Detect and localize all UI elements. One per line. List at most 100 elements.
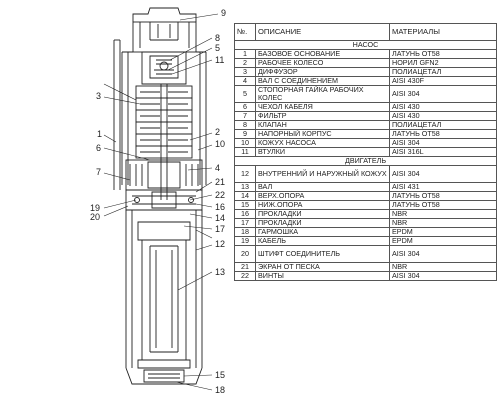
- row-number: 15: [234, 200, 256, 210]
- callout-6: 6: [96, 143, 102, 153]
- callout-18: 18: [215, 385, 226, 395]
- row-description: ВЕРХ.ОПОРА: [255, 191, 390, 201]
- row-material: AISI 431: [389, 182, 497, 192]
- discharge-head: [132, 7, 197, 53]
- motor-housing: [125, 210, 203, 369]
- row-number: 20: [234, 245, 256, 263]
- row-material: AISI 304: [389, 85, 497, 103]
- callout-7: 7: [96, 167, 102, 177]
- header-description: ОПИСАНИЕ: [255, 23, 390, 41]
- row-material: AISI 430: [389, 111, 497, 121]
- callout-4: 4: [215, 163, 221, 173]
- pump-shaft: [160, 84, 168, 200]
- row-description: КАБЕЛЬ: [255, 236, 390, 246]
- row-description: ПРОКЛАДКИ: [255, 218, 390, 228]
- row-material: EPDM: [389, 227, 497, 237]
- section-row-motor: ДВИГАТЕЛЬ: [234, 156, 497, 166]
- row-number: 5: [234, 85, 256, 103]
- callout-15: 15: [215, 370, 226, 380]
- row-material: ПОЛИАЦЕТАЛ: [389, 67, 497, 77]
- row-material: AISI 304: [389, 271, 497, 281]
- row-description: КОЖУХ НАСОСА: [255, 138, 390, 148]
- callout-20: 20: [90, 212, 101, 222]
- row-description: НИЖ.ОПОРА: [255, 200, 390, 210]
- callout-8: 8: [215, 33, 221, 43]
- section-label-motor: ДВИГАТЕЛЬ: [234, 156, 497, 166]
- row-description: БАЗОВОЕ ОСНОВАНИЕ: [255, 49, 390, 59]
- row-number: 7: [234, 111, 256, 121]
- row-material: AISI 316L: [389, 147, 497, 157]
- row-number: 1: [234, 49, 256, 59]
- row-description: ВАЛ С СОЕДИНЕНИЕМ: [255, 76, 390, 86]
- callout-13: 13: [215, 267, 226, 277]
- row-material: NBR: [389, 209, 497, 219]
- row-number: 14: [234, 191, 256, 201]
- check-valve: [141, 51, 187, 85]
- callout-10: 10: [215, 139, 226, 149]
- row-description: РАБОЧЕЕ КОЛЕСО: [255, 58, 390, 68]
- suction-filter: [125, 159, 203, 191]
- row-description: ШТИФТ СОЕДИНИТЕЛЬ: [255, 245, 390, 263]
- header-number: №.: [234, 23, 256, 41]
- callout-17: 17: [215, 224, 226, 234]
- row-material: ЛАТУНЬ ОТ58: [389, 200, 497, 210]
- callout-3: 3: [96, 91, 102, 101]
- row-number: 18: [234, 227, 256, 237]
- cable-guard: [113, 39, 121, 190]
- row-description: ВНУТРЕННИЙ И НАРУЖНЫЙ КОЖУХ: [255, 165, 390, 183]
- row-number: 12: [234, 165, 256, 183]
- row-number: 21: [234, 262, 256, 272]
- callout-1: 1: [97, 129, 103, 139]
- row-number: 22: [234, 271, 256, 281]
- motor-base: [125, 367, 203, 385]
- row-material: AISI 430: [389, 102, 497, 112]
- row-description: ФИЛЬТР: [255, 111, 390, 121]
- row-description: ГАРМОШКА: [255, 227, 390, 237]
- row-description: ПРОКЛАДКИ: [255, 209, 390, 219]
- callout-14: 14: [215, 213, 226, 223]
- callout-5: 5: [215, 43, 221, 53]
- callout-leaders: [103, 13, 219, 391]
- row-number: 4: [234, 76, 256, 86]
- callout-21: 21: [215, 177, 226, 187]
- row-material: AISI 430F: [389, 76, 497, 86]
- row-number: 8: [234, 120, 256, 130]
- impeller-stack: [135, 85, 193, 159]
- pump-cross-section-drawing: [103, 7, 219, 391]
- row-number: 3: [234, 67, 256, 77]
- row-description: ВИНТЫ: [255, 271, 390, 281]
- callout-22: 22: [215, 190, 226, 200]
- row-material: AISI 304: [389, 245, 497, 263]
- callout-9: 9: [221, 8, 227, 18]
- row-number: 13: [234, 182, 256, 192]
- row-material: EPDM: [389, 236, 497, 246]
- row-description: ВАЛ: [255, 182, 390, 192]
- row-description: КЛАПАН: [255, 120, 390, 130]
- row-number: 16: [234, 209, 256, 219]
- row-description: ЭКРАН ОТ ПЕСКА: [255, 262, 390, 272]
- row-material: ЛАТУНЬ ОТ58: [389, 49, 497, 59]
- table-header-row: №. ОПИСАНИЕ МАТЕРИАЛЫ: [234, 23, 497, 41]
- row-material: NBR: [389, 262, 497, 272]
- row-material: AISI 304: [389, 165, 497, 183]
